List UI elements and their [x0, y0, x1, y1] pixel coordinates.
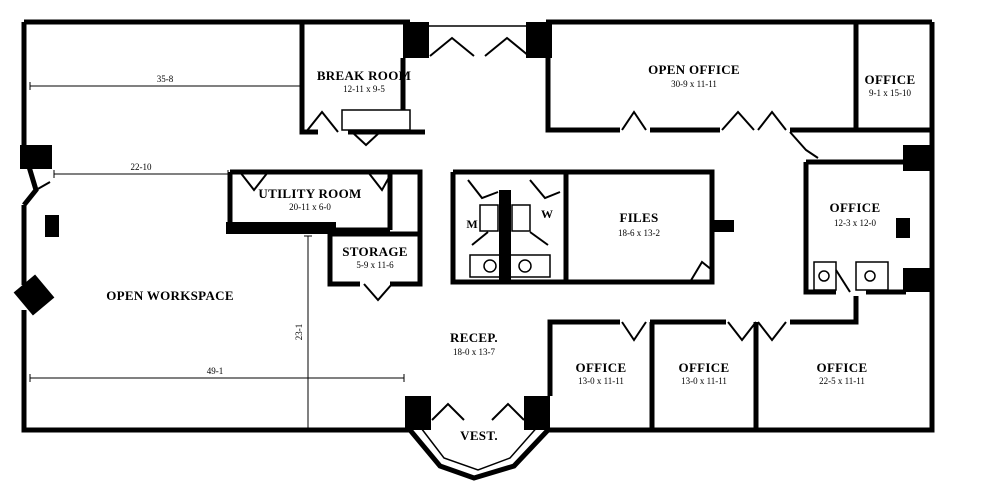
exterior-walls [13, 19, 935, 433]
south-office-walls [547, 296, 859, 430]
office-s1-label: OFFICE [576, 360, 627, 375]
break-room-dims: 12-11 x 9-5 [343, 84, 385, 94]
office-ne-label: OFFICE [865, 72, 916, 87]
recep-dims: 18-0 x 13-7 [453, 347, 495, 357]
restroom-women-label: W [541, 207, 553, 221]
office-se-label: OFFICE [817, 360, 868, 375]
office-s2-dims: 13-0 x 11-11 [681, 376, 727, 386]
utility-room-walls [226, 169, 423, 260]
west-bay [21, 149, 51, 207]
storage-walls [327, 231, 423, 302]
open-office-label: OPEN OFFICE [648, 62, 740, 77]
office-s2-label: OFFICE [679, 360, 730, 375]
office-e-walls [803, 159, 906, 295]
vest-label: VEST. [460, 428, 498, 443]
restroom-men-label: M [466, 217, 477, 231]
dim-workspace-height: 23-1 [294, 324, 304, 341]
storage-label: STORAGE [342, 244, 407, 259]
files-walls [563, 169, 734, 285]
restroom-core [450, 169, 566, 285]
utility-room-label: UTILITY ROOM [258, 186, 361, 201]
recep-label: RECEP. [450, 330, 498, 345]
dimension-lines [29, 82, 405, 429]
vestibule-walls [408, 402, 550, 481]
dim-top-left-width: 35-8 [157, 74, 174, 84]
north-entry [410, 25, 546, 57]
dim-workspace-width: 22-10 [131, 162, 152, 172]
open-office-dims: 30-9 x 11-11 [671, 79, 717, 89]
files-label: FILES [619, 210, 658, 225]
office-se-dims: 22-5 x 11-11 [819, 376, 865, 386]
utility-room-dims: 20-11 x 6-0 [289, 202, 331, 212]
office-e-dims: 12-3 x 12-0 [834, 218, 876, 228]
office-ne-dims: 9-1 x 15-10 [869, 88, 911, 98]
break-room-walls [299, 22, 425, 147]
files-dims: 18-6 x 13-2 [618, 228, 660, 238]
open-workspace-label: OPEN WORKSPACE [106, 288, 234, 303]
office-s1-dims: 13-0 x 11-11 [578, 376, 624, 386]
dim-bottom-left-width: 49-1 [207, 366, 224, 376]
break-room-label: BREAK ROOM [317, 68, 411, 83]
office-e-label: OFFICE [830, 200, 881, 215]
storage-dims: 5-9 x 11-6 [356, 260, 394, 270]
office-ne-walls [789, 127, 932, 159]
